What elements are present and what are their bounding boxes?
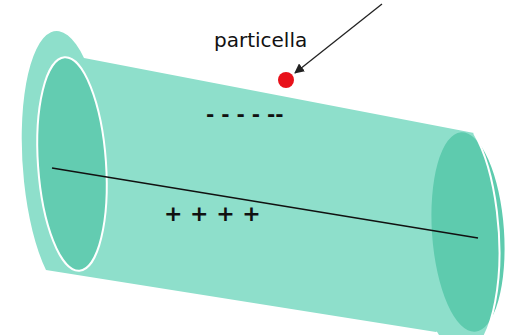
- particle-label: particella: [214, 30, 307, 50]
- cylinder-end: [31, 55, 114, 273]
- axis-line: [52, 168, 478, 238]
- pointer-arrow: [295, 4, 382, 73]
- cylinder-body: [22, 31, 500, 335]
- negative-charges: - - - - --: [206, 104, 284, 124]
- cylinder-edge: [436, 133, 499, 335]
- particle-dot: [278, 72, 294, 88]
- positive-charges: + + + +: [164, 203, 261, 225]
